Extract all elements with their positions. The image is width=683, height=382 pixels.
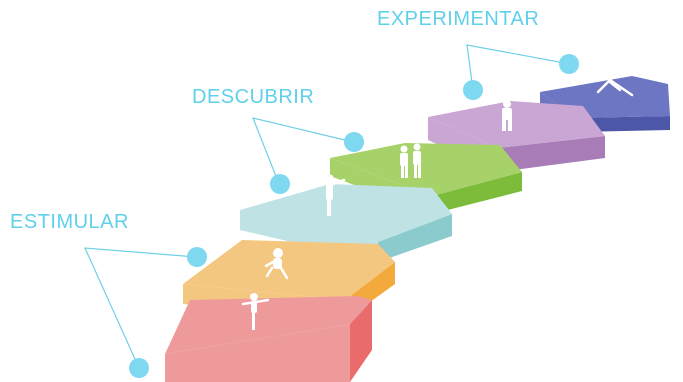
label-descubrir: DESCUBRIR [192,86,315,108]
step-1 [165,296,372,382]
label-estimular: ESTIMULAR [10,211,129,233]
child-figure-step3 [326,174,346,216]
dot-descubrir-right [344,132,364,152]
child-figure-step1 [241,293,270,330]
dot-estimular-bottom [129,358,149,378]
dot-descubrir-left [270,174,290,194]
label-experimentar: EXPERIMENTAR [377,8,540,30]
dot-experimentar-right [559,54,579,74]
dot-experimentar-left [463,80,483,100]
child-figure-step5 [502,100,512,131]
connector-experimentar [466,44,571,91]
connector-estimular [84,247,197,369]
child-figures-step4 [400,143,421,178]
child-figure-step6 [596,73,634,97]
dot-estimular-step [187,247,207,267]
child-figure-step2 [264,248,289,280]
connector-descubrir [252,117,354,185]
